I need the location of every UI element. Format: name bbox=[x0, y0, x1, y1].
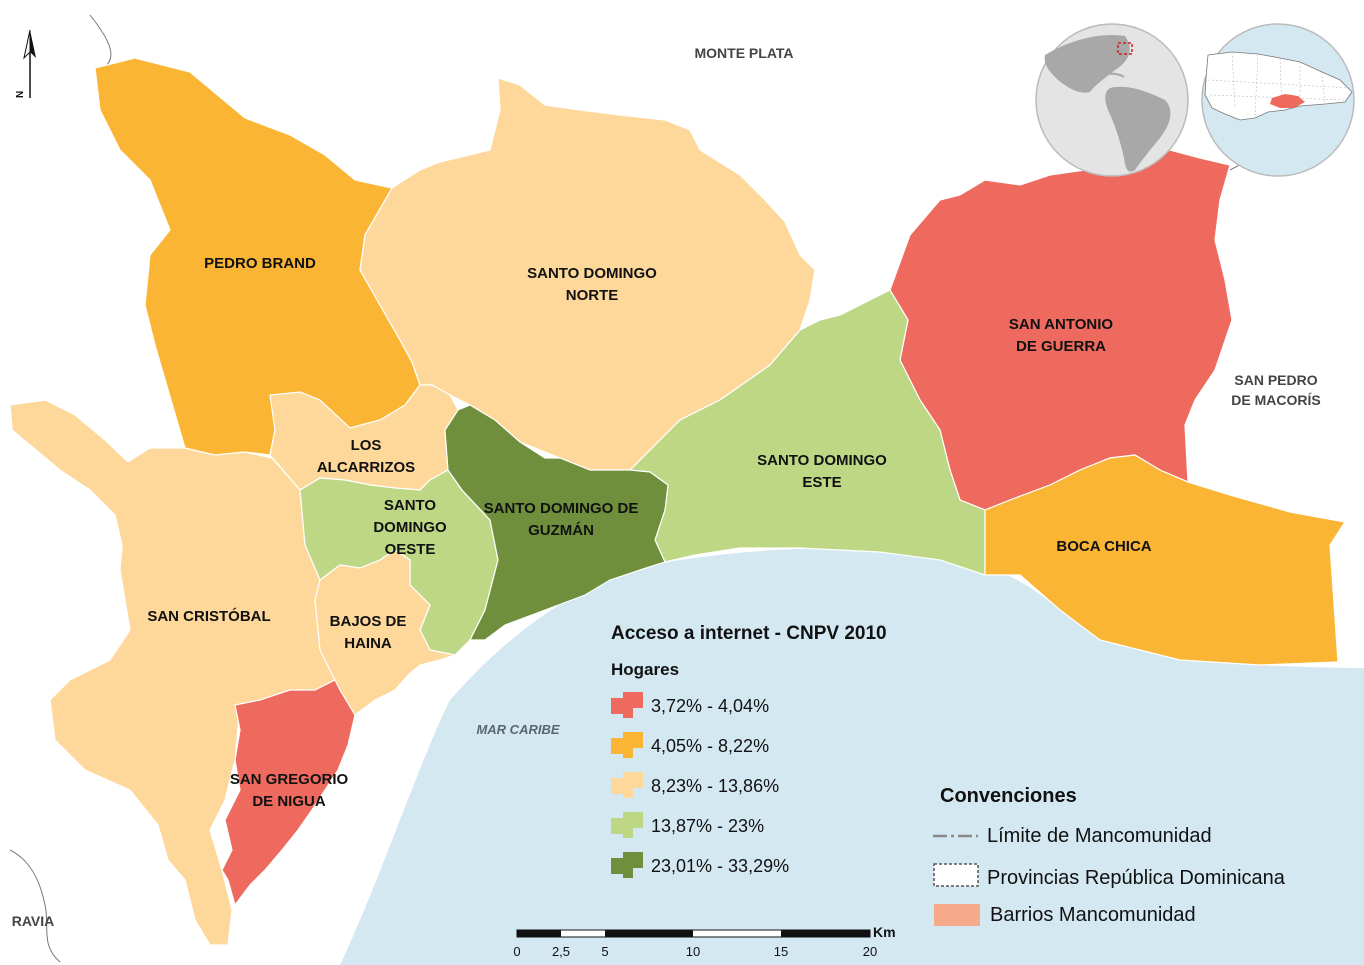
label-sd-este-line1: SANTO DOMINGO bbox=[757, 452, 887, 469]
label-ravia: RAVIA bbox=[12, 913, 55, 929]
label-sd-oeste-line1: SANTO bbox=[384, 497, 437, 514]
label-bajos-haina-line1: BAJOS DE bbox=[330, 613, 407, 630]
globe-continent-south-america bbox=[1105, 86, 1171, 172]
convention-label-boundary: Límite de Mancomunidad bbox=[987, 825, 1212, 847]
label-san-antonio-line2: DE GUERRA bbox=[1016, 338, 1106, 355]
scale-tick-10: 10 bbox=[686, 944, 700, 959]
label-sd-norte-line2: NORTE bbox=[566, 287, 619, 304]
legend-label-5: 23,01% - 33,29% bbox=[651, 856, 789, 876]
legend-swatch-4 bbox=[611, 812, 643, 838]
legend: Acceso a internet - CNPV 2010 Hogares 3,… bbox=[611, 623, 887, 878]
scale-tick-5: 5 bbox=[601, 944, 608, 959]
province-boundary-line bbox=[9, 849, 61, 963]
barrios-box-symbol bbox=[934, 904, 980, 926]
conventions: Convenciones Límite de Mancomunidad Prov… bbox=[933, 785, 1286, 926]
label-sd-guzman-line2: GUZMÁN bbox=[528, 522, 594, 539]
label-san-antonio-line1: SAN ANTONIO bbox=[1009, 316, 1114, 333]
globe-location-marker bbox=[1117, 42, 1133, 55]
label-sd-norte-line1: SANTO DOMINGO bbox=[527, 265, 657, 282]
inset-province-lines bbox=[1207, 51, 1351, 119]
label-san-pedro-line1: SAN PEDRO bbox=[1234, 372, 1317, 388]
municipality-boca-chica bbox=[984, 454, 1346, 666]
scale-bar: 0 2,5 5 10 15 20 Km bbox=[513, 924, 895, 959]
label-sd-este-line2: ESTE bbox=[802, 474, 841, 491]
legend-label-2: 4,05% - 8,22% bbox=[651, 736, 769, 756]
scale-unit: Km bbox=[873, 924, 896, 940]
legend-items: 3,72% - 4,04% 4,05% - 8,22% 8,23% - 13,86%… bbox=[611, 692, 789, 878]
convention-label-barrios: Barrios Mancomunidad bbox=[990, 904, 1196, 926]
legend-swatch-1 bbox=[611, 692, 643, 718]
legend-swatch-5 bbox=[611, 852, 643, 878]
legend-label-3: 8,23% - 13,86% bbox=[651, 776, 779, 796]
scale-tick-20: 20 bbox=[863, 944, 877, 959]
label-los-alcarrizos-line2: ALCARRIZOS bbox=[317, 459, 415, 476]
scale-tick-2-5: 2,5 bbox=[552, 944, 570, 959]
caribbean-sea bbox=[340, 548, 1364, 965]
label-san-pedro-line2: DE MACORÍS bbox=[1231, 392, 1320, 408]
legend-title: Acceso a internet - CNPV 2010 bbox=[611, 623, 887, 644]
conventions-title: Convenciones bbox=[940, 785, 1077, 807]
label-san-cristobal-line1: SAN CRISTÓBAL bbox=[147, 607, 270, 625]
north-arrow-icon: N bbox=[15, 29, 36, 98]
legend-subtitle: Hogares bbox=[611, 660, 679, 679]
municipality-san-cristobal bbox=[9, 399, 336, 946]
label-sd-oeste-line2: DOMINGO bbox=[373, 519, 447, 536]
label-sd-guzman-line1: SANTO DOMINGO DE bbox=[484, 500, 639, 517]
label-san-gregorio-line2: DE NIGUA bbox=[252, 793, 326, 810]
country-inset bbox=[1201, 23, 1355, 177]
municipality-san-gregorio-de-nigua bbox=[221, 679, 356, 907]
scale-tick-15: 15 bbox=[774, 944, 788, 959]
municipality-santo-domingo-de-guzman bbox=[444, 404, 669, 641]
scale-tick-0: 0 bbox=[513, 944, 520, 959]
legend-swatch-3 bbox=[611, 772, 643, 798]
label-bajos-haina-line2: HAINA bbox=[344, 635, 392, 652]
label-san-gregorio-line1: SAN GREGORIO bbox=[230, 771, 349, 788]
globe-caribbean-islands bbox=[1104, 72, 1125, 78]
label-los-alcarrizos-line1: LOS bbox=[351, 437, 382, 454]
convention-label-provinces: Provincias República Dominicana bbox=[987, 867, 1286, 889]
north-arrow-label: N bbox=[15, 91, 26, 98]
inset-mancomunidad-highlight bbox=[1270, 94, 1305, 108]
globe-inset bbox=[1035, 23, 1189, 177]
legend-label-4: 13,87% - 23% bbox=[651, 816, 764, 836]
label-mar-caribe: MAR CARIBE bbox=[476, 722, 559, 737]
province-box-symbol bbox=[933, 863, 979, 887]
municipality-labels: PEDRO BRAND SANTO DOMINGO NORTE SAN ANTONIO… bbox=[147, 255, 1151, 810]
province-boundary-line bbox=[89, 14, 112, 71]
globe-continent-north-america bbox=[1044, 34, 1130, 93]
label-boca-chica-line1: BOCA CHICA bbox=[1056, 538, 1151, 555]
legend-swatch-2 bbox=[611, 732, 643, 758]
legend-label-1: 3,72% - 4,04% bbox=[651, 696, 769, 716]
label-pedro-brand-line1: PEDRO BRAND bbox=[204, 255, 316, 272]
inset-hispaniola-island bbox=[1204, 51, 1353, 121]
label-monte-plata: MONTE PLATA bbox=[694, 45, 793, 61]
label-sd-oeste-line3: OESTE bbox=[385, 541, 436, 558]
